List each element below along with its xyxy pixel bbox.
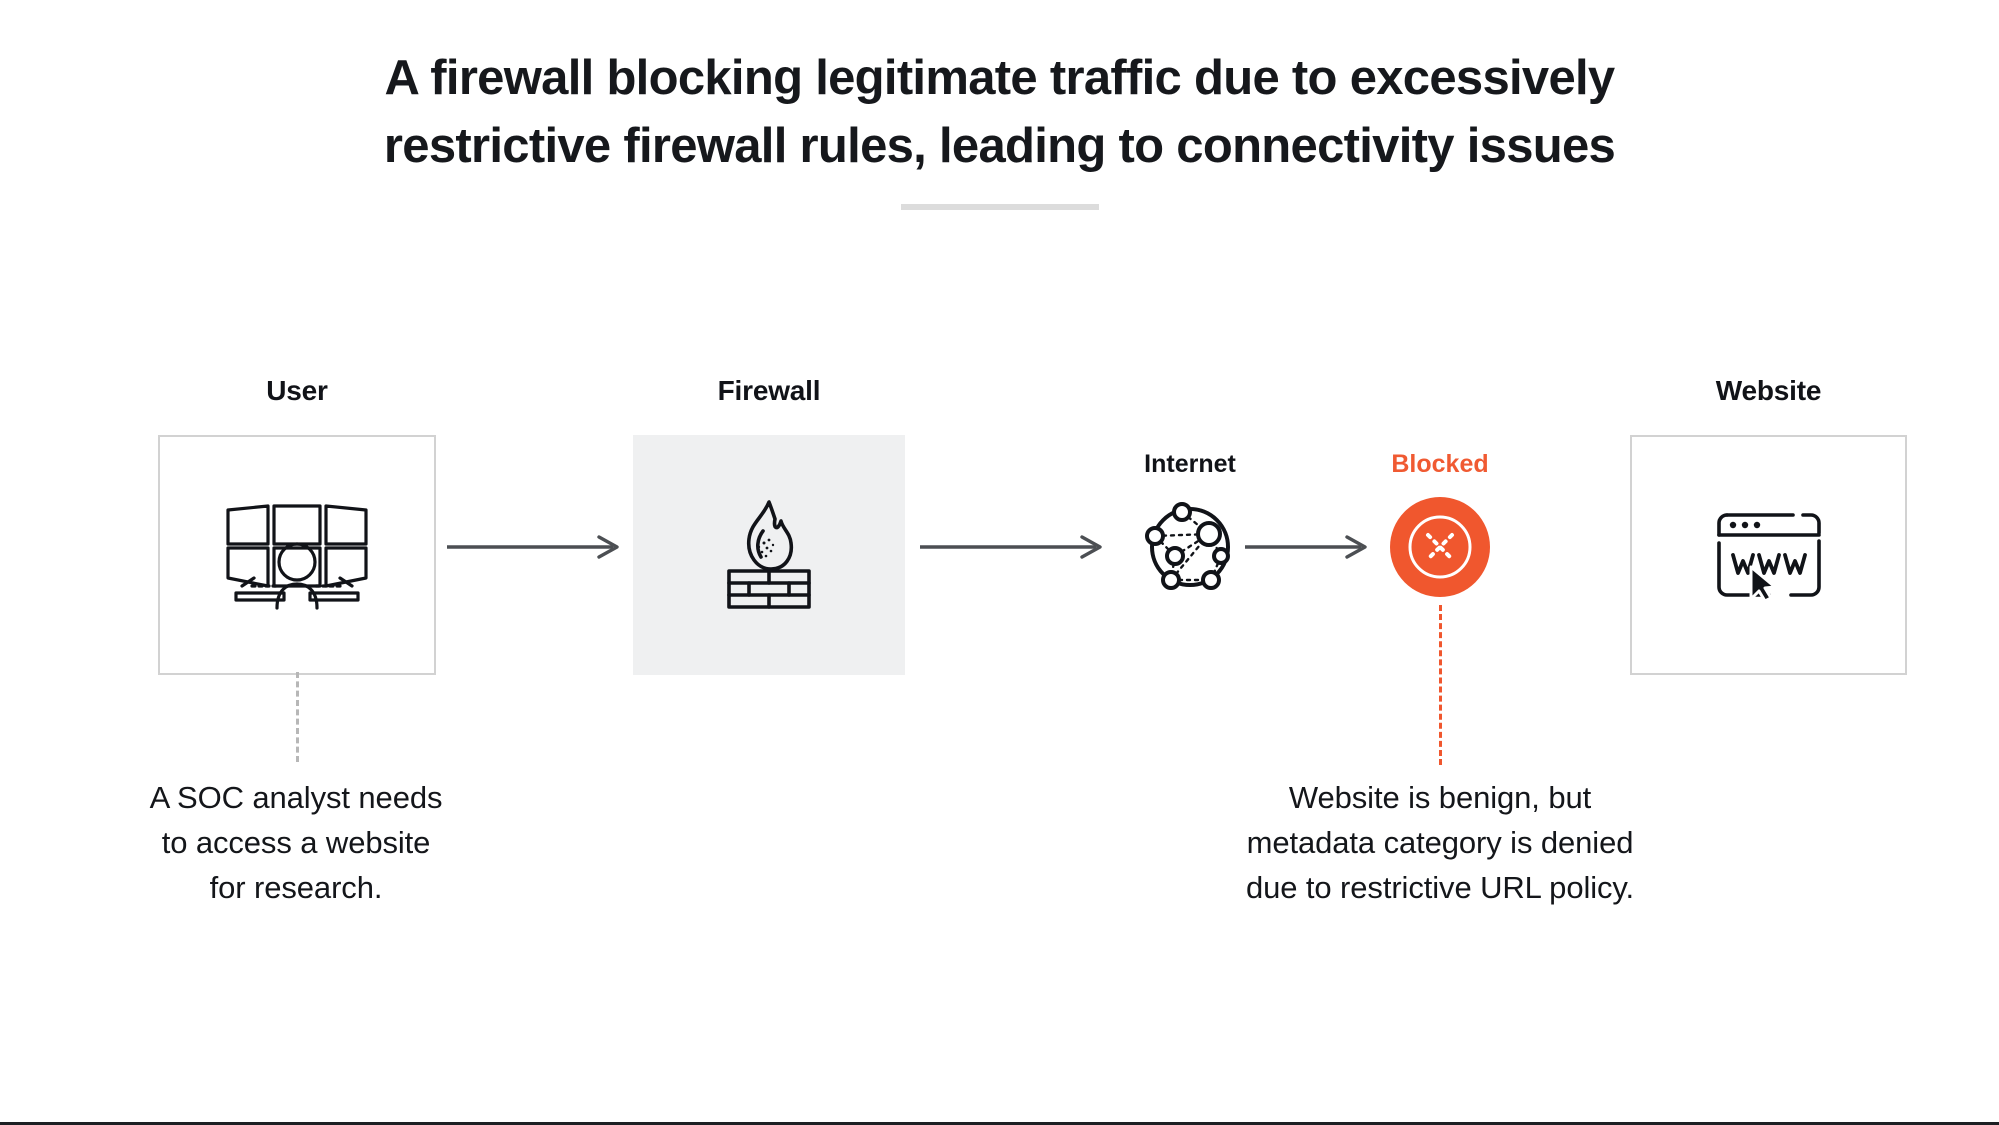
callout-user-line-3: for research. xyxy=(209,870,383,905)
arrow-right-icon-firewall-to-internet xyxy=(920,535,1105,559)
page-title-line-1: A firewall blocking legitimate traffic d… xyxy=(384,51,1616,105)
page-title: A firewall blocking legitimate traffic d… xyxy=(0,44,1999,180)
node-website-label: Website xyxy=(1715,375,1822,406)
callout-blocked-line-3: due to restrictive URL policy. xyxy=(1245,870,1635,905)
soc-analyst-workstation-icon xyxy=(222,500,372,610)
node-website-box xyxy=(1630,435,1907,675)
connector-user-callout xyxy=(296,672,299,762)
node-user-box xyxy=(158,435,436,675)
callout-blocked-line-2: metadata category is denied xyxy=(1246,825,1634,860)
node-internet-label: Internet xyxy=(1144,450,1236,478)
title-divider xyxy=(901,204,1099,210)
browser-www-cursor-icon xyxy=(1713,509,1825,603)
blocked-x-circle-icon xyxy=(1390,497,1490,597)
connector-blocked-callout xyxy=(1439,605,1442,765)
callout-user: A SOC analyst needs to access a website … xyxy=(76,775,516,910)
callout-blocked-line-1: Website is benign, but xyxy=(1288,780,1592,815)
callout-user-line-1: A SOC analyst needs xyxy=(149,780,443,815)
callout-blocked: Website is benign, but metadata category… xyxy=(1155,775,1725,910)
callout-user-line-2: to access a website xyxy=(161,825,431,860)
node-firewall-label: Firewall xyxy=(717,375,821,406)
node-user-label: User xyxy=(266,375,328,406)
arrow-right-icon-user-to-firewall xyxy=(447,535,622,559)
firewall-flame-brick-icon xyxy=(723,499,815,611)
node-blocked-label: Blocked xyxy=(1391,450,1489,478)
page-title-line-2: restrictive firewall rules, leading to c… xyxy=(383,119,1616,173)
arrow-right-icon-internet-to-blocked xyxy=(1245,535,1370,559)
bottom-divider xyxy=(0,1122,1999,1125)
network-globe-icon xyxy=(1141,498,1239,596)
node-firewall-box xyxy=(633,435,905,675)
